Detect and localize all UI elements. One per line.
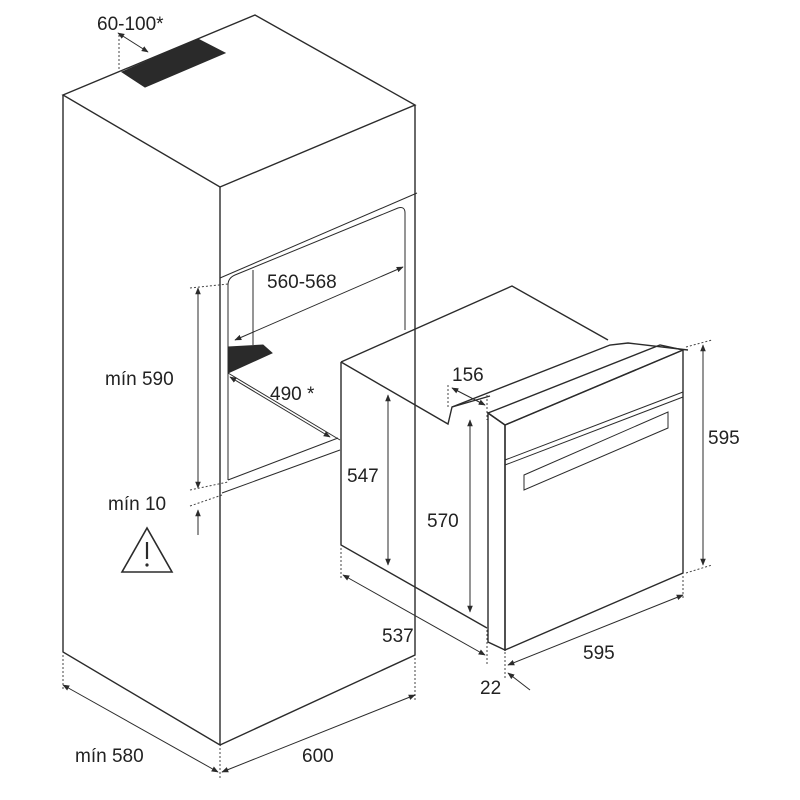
label-body-total: 570 [427,511,459,532]
oven-front [504,348,684,652]
niche-frame [227,207,406,480]
label-niche-depth: 490 * [270,384,315,405]
warning-icon [120,526,174,573]
ventilation-slot [120,38,227,88]
oven-top-back [340,285,609,363]
cabinet-right-face [219,105,416,746]
label-bottom-gap: mín 10 [108,494,166,515]
dim-front-width [507,594,684,666]
dim-niche-depth [229,376,331,438]
label-front-height: 595 [708,428,740,449]
label-niche-width: 560-568 [267,272,337,293]
oven-panel-top [486,344,686,426]
oven-panel-side [487,411,506,652]
label-panel-thickness: 22 [480,678,501,699]
cabinet-top [61,14,417,188]
dim-top-gap [451,387,486,406]
niche-bottom [227,437,339,481]
label-cabinet-depth: mín 580 [75,746,144,767]
label-vent-gap: 60-100* [97,14,164,35]
label-top-gap: 156 [452,365,484,386]
dim-vent-gap [117,32,149,53]
niche-floor [221,449,341,494]
cabinet-left-face [62,95,221,747]
dim-niche-width [234,266,404,341]
label-niche-height: mín 590 [105,369,174,390]
oven-control-line-2 [504,396,684,466]
dimensions [62,32,713,780]
label-body-height: 547 [347,466,379,487]
niche-top-edge [219,192,418,279]
niche-vent [227,344,273,374]
oven-handle[interactable] [523,411,669,491]
dim-body-depth [342,574,486,656]
dim-panel-thickness [507,672,531,691]
oven-control-line [504,391,684,461]
dim-cabinet-width [221,694,416,773]
oven [340,285,689,652]
dim-cabinet-depth [62,684,219,773]
label-front-width: 595 [583,643,615,664]
label-cabinet-width: 600 [302,746,334,767]
label-body-depth: 537 [382,626,414,647]
